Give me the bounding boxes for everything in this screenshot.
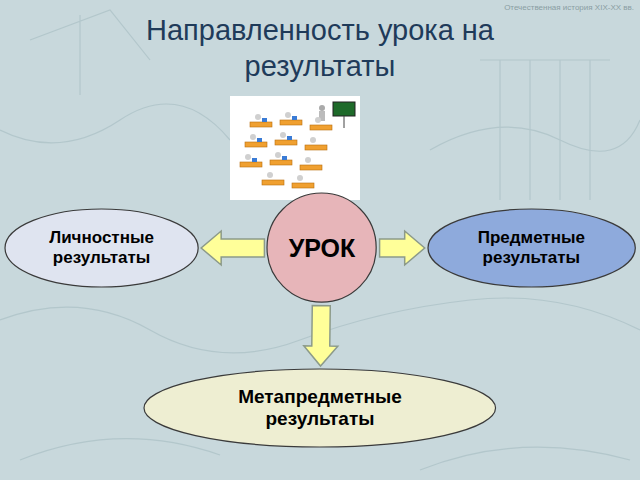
result-ellipse: Личностные результаты [4, 208, 199, 288]
node-text: Метапредметные результаты [201, 386, 439, 430]
student [280, 132, 286, 138]
student [297, 175, 303, 181]
desk [305, 145, 327, 150]
board-stand [344, 116, 345, 128]
ellipse-fill [267, 193, 376, 302]
lesson-circle: УРОК [266, 192, 377, 303]
block-arrow [304, 305, 338, 366]
block-arrow [201, 231, 264, 265]
student [255, 114, 261, 120]
result-ellipse: Предметные результаты [427, 208, 636, 288]
map-line [430, 120, 640, 151]
desk [240, 162, 262, 167]
student [315, 117, 321, 123]
block-arrow [380, 231, 425, 265]
ellipse-fill [144, 369, 496, 447]
ellipse-fill [428, 209, 635, 287]
node-text: Личностные результаты [39, 228, 165, 267]
student [285, 112, 291, 118]
desk [292, 183, 314, 188]
desk [245, 142, 267, 147]
blackboard [333, 102, 355, 116]
desk [270, 160, 292, 165]
desk [275, 140, 297, 145]
student [245, 154, 251, 160]
desk [262, 180, 284, 185]
node-text: Предметные результаты [463, 228, 599, 267]
watermark: Отечественная история XIX-XX вв. [504, 3, 634, 12]
desk [310, 125, 332, 130]
building-sketch [480, 60, 610, 200]
student [310, 137, 316, 143]
desk [280, 120, 302, 125]
laptop [292, 116, 297, 120]
student [250, 134, 256, 140]
ship-sketch [30, 10, 150, 95]
result-ellipse: Метапредметные результаты [143, 368, 497, 448]
student [275, 152, 281, 158]
desk [300, 165, 322, 170]
desk [250, 122, 272, 127]
laptop [257, 138, 262, 142]
map-line [0, 104, 230, 143]
laptop [252, 158, 257, 162]
student [305, 157, 311, 163]
laptop [282, 156, 287, 160]
laptop [262, 118, 267, 122]
ellipse-fill [5, 209, 198, 287]
node-text: УРОК [289, 234, 356, 263]
laptop [287, 136, 292, 140]
slide-title: Направленность урока на результаты [80, 12, 560, 85]
teacher [319, 105, 325, 111]
student [267, 172, 273, 178]
picture-frame [230, 96, 360, 200]
